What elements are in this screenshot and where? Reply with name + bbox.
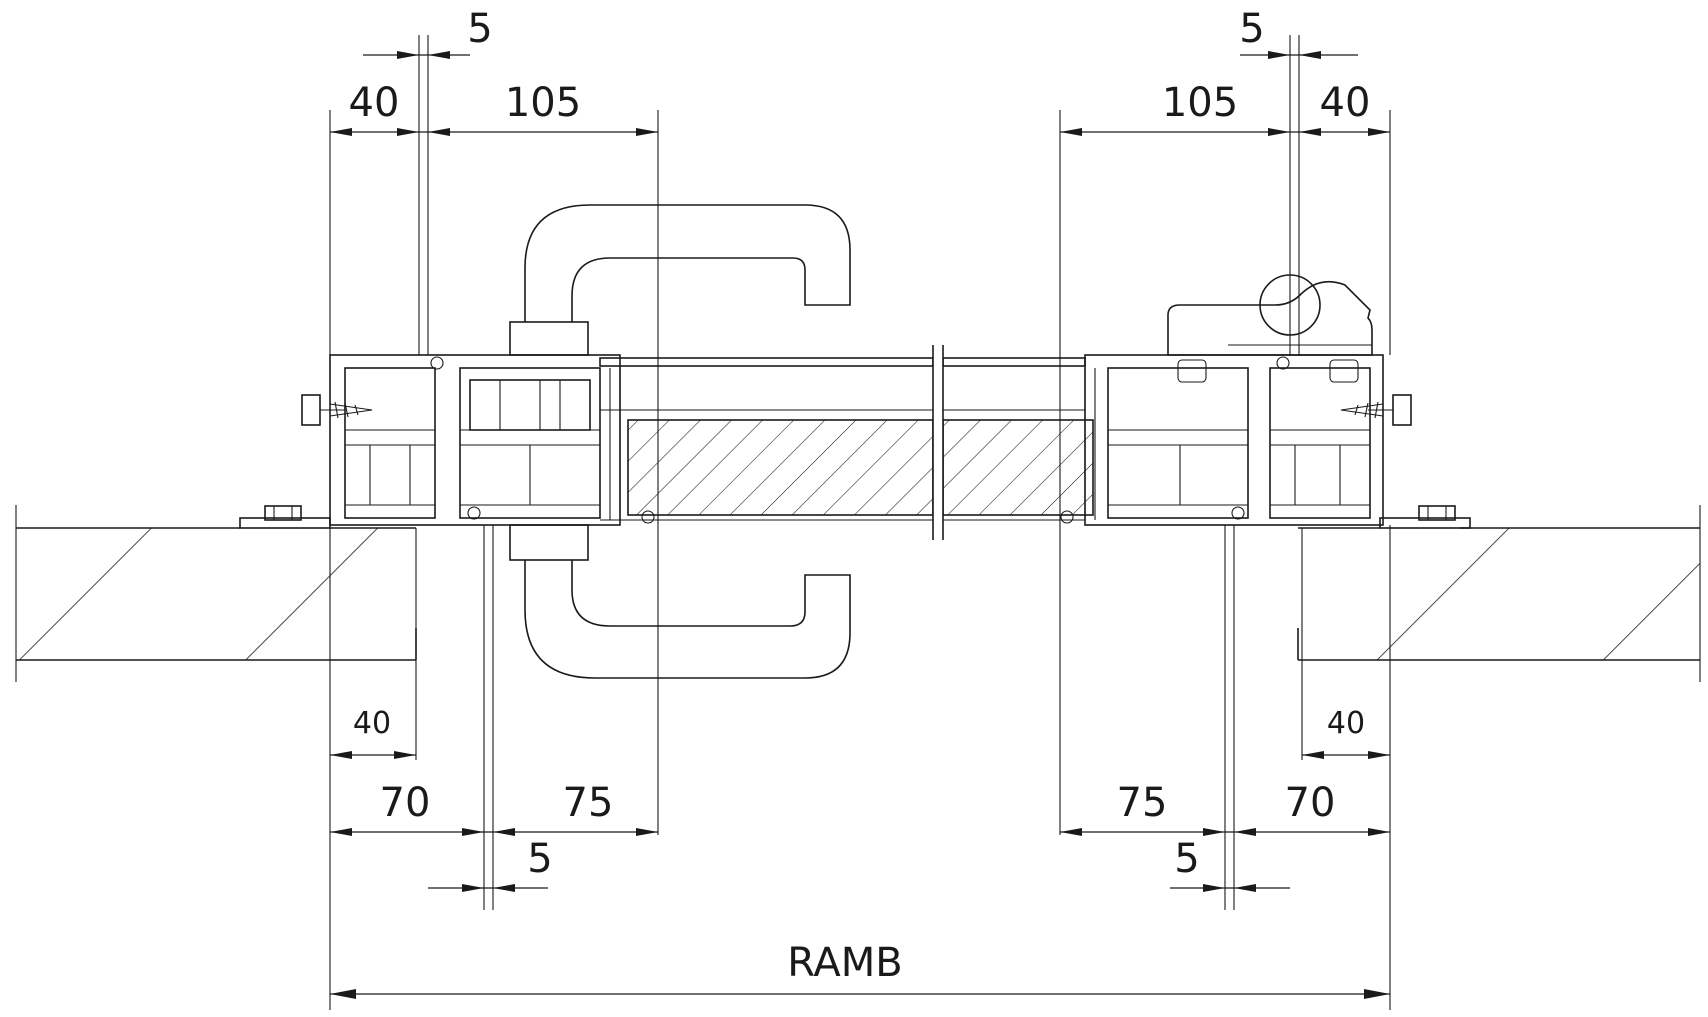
dim-label-bottom-right-gap: 5: [1174, 836, 1199, 882]
door-closer: [1167, 274, 1373, 356]
dim-label-bottom-right-leaf: 75: [1117, 780, 1168, 826]
anchor-screw-left: [301, 394, 373, 426]
dim-label-bottom-left-leaf: 75: [563, 780, 614, 826]
dim-label-top-right-frame: 40: [1320, 80, 1371, 126]
dim-label-wall-right: 40: [1327, 706, 1365, 741]
anchor-screw-right: [1340, 394, 1412, 426]
anchor-plate-left: [239, 505, 331, 529]
dim-label-top-right-leaf: 105: [1162, 80, 1238, 126]
dim-label-bottom-left-frame: 70: [380, 780, 431, 826]
break-line: [932, 345, 944, 540]
lever-handle-inside: [509, 524, 851, 679]
dim-label-top-left-frame: 40: [349, 80, 400, 126]
dim-label-top-right-gap: 5: [1239, 6, 1264, 52]
dim-label-bottom-left-gap: 5: [527, 836, 552, 882]
dim-label-overall: RAMB: [787, 940, 903, 986]
anchor-plate-right: [1379, 505, 1471, 529]
door-profile-right: [943, 354, 1384, 526]
wall-left: [15, 505, 417, 682]
dim-label-top-left-gap: 5: [467, 6, 492, 52]
door-profile-left: [329, 354, 933, 526]
dim-label-bottom-right-frame: 70: [1285, 780, 1336, 826]
dim-label-top-left-leaf: 105: [505, 80, 581, 126]
dim-label-wall-left: 40: [353, 706, 391, 741]
wall-right: [1297, 505, 1701, 682]
dimension-lines: [330, 51, 1390, 999]
extension-lines: [329, 35, 1391, 1010]
lever-handle-outside: [509, 204, 851, 356]
